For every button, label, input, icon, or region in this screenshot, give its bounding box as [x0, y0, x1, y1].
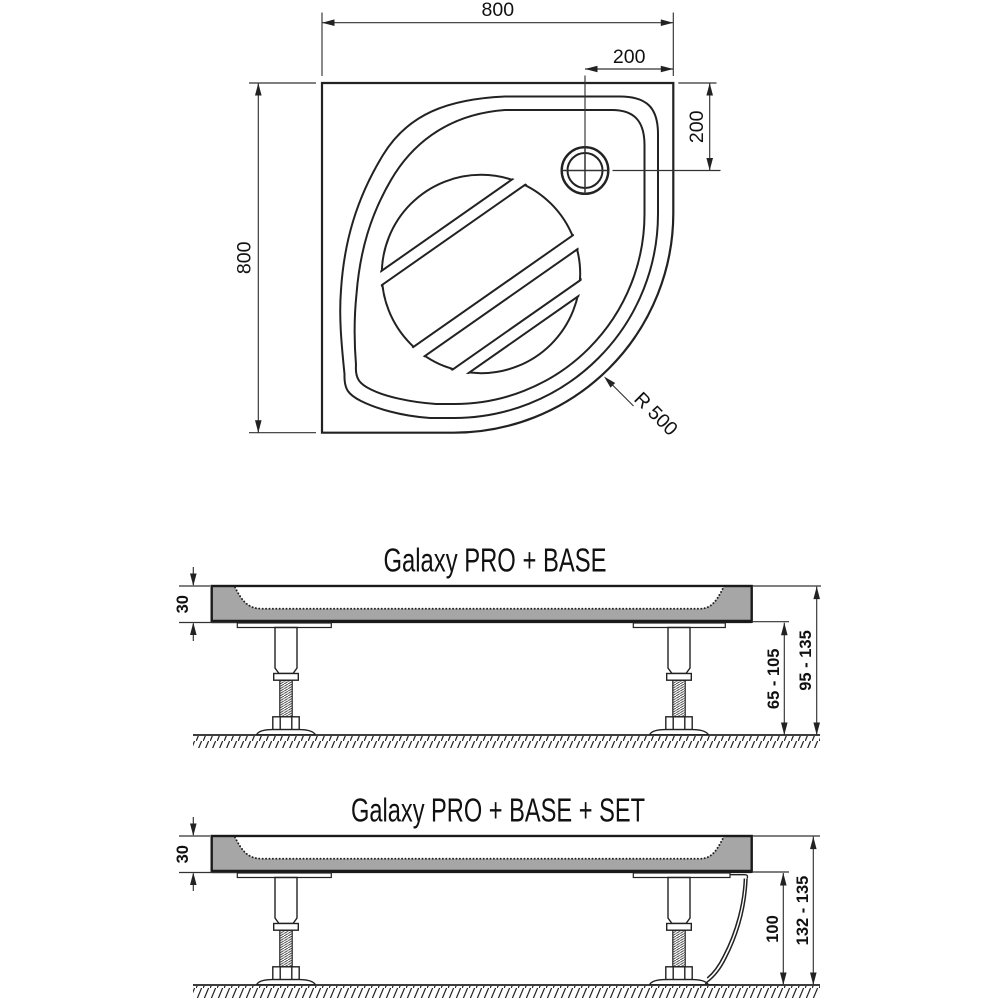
dim-label-depth: 800	[234, 241, 256, 274]
dim-label-leg-clearance: 65 - 105	[765, 649, 783, 710]
anti-slip-pattern	[380, 173, 582, 375]
dim-label-panel-clearance: 100	[764, 915, 782, 943]
dim-65-105: 65 - 105	[753, 621, 789, 735]
dim-95-135: 95 - 135	[753, 585, 821, 735]
tray-basin	[235, 837, 724, 859]
tray-outline	[320, 81, 675, 434]
drain	[560, 145, 610, 195]
dim-label-width: 800	[482, 0, 515, 21]
dim-100: 100	[753, 871, 789, 985]
tray-basin	[235, 587, 724, 609]
leg-left	[255, 876, 317, 986]
dim-label-drain-x: 200	[613, 46, 646, 68]
dim-label-drain-y: 200	[686, 110, 708, 143]
elevation-base: Galaxy PRO + BASE	[174, 543, 821, 748]
elevation-base-set: Galaxy PRO + BASE + SET	[174, 793, 820, 998]
tray-rim-outer	[339, 95, 659, 419]
basin-dotted-line	[234, 586, 725, 610]
dim-200-top: 200	[584, 46, 674, 148]
basin-dotted-line	[234, 836, 725, 860]
leg-left	[255, 626, 317, 736]
dim-132-135: 132 - 135	[753, 835, 820, 985]
dim-label-total-height: 95 - 135	[797, 630, 815, 691]
leg-right	[648, 626, 710, 736]
dim-label-total-height: 132 - 135	[794, 876, 812, 946]
ground	[193, 734, 820, 748]
elevation-base-title: Galaxy PRO + BASE	[384, 543, 607, 580]
dim-30: 30	[174, 817, 237, 891]
tray-rim-inner	[353, 109, 646, 406]
dim-800-left: 800	[234, 82, 316, 434]
dim-label-tray-height: 30	[174, 845, 192, 863]
dim-30: 30	[174, 567, 237, 641]
plan-view: 800 200 200 800 R 50	[234, 0, 721, 440]
dim-200-right: 200	[612, 82, 721, 172]
dim-label-tray-height: 30	[174, 595, 192, 613]
elevation-base-set-title: Galaxy PRO + BASE + SET	[351, 793, 645, 830]
dim-800-top: 800	[321, 0, 674, 76]
ground	[193, 984, 820, 998]
